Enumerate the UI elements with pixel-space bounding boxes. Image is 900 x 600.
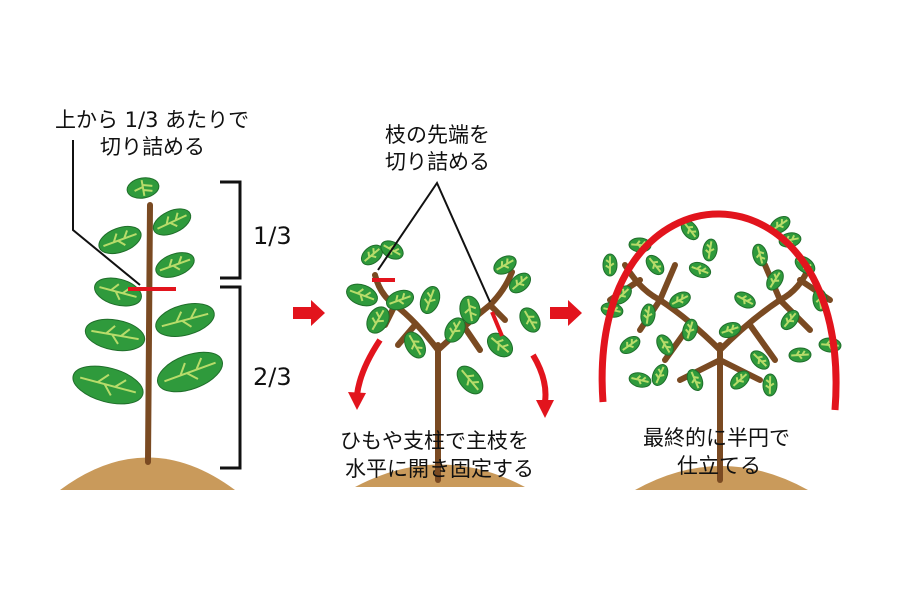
stem	[677, 357, 723, 383]
leaf	[651, 364, 669, 386]
leaf	[366, 306, 390, 334]
stem	[145, 202, 153, 465]
arrowhead	[536, 400, 554, 418]
upper-third-bracket	[220, 180, 242, 280]
leaf	[734, 291, 756, 309]
next-step-arrow-icon	[550, 300, 582, 326]
leaf	[788, 347, 812, 363]
leaf	[155, 252, 195, 278]
bend-arrow-icon	[530, 353, 549, 403]
leaf	[656, 334, 674, 356]
step2-note-line2: 切り詰める	[385, 150, 490, 174]
leaf	[157, 351, 223, 393]
leaf	[152, 208, 192, 236]
stem	[717, 262, 813, 353]
leaf	[98, 225, 142, 255]
upper-fraction-label: 1/3	[253, 222, 292, 250]
leaf	[456, 365, 484, 395]
stem	[717, 357, 763, 383]
leaf	[669, 291, 691, 309]
step2-caption-line1: ひもや支柱で主枝を	[340, 429, 529, 453]
leaf	[769, 216, 791, 234]
lower-fraction-label: 2/3	[253, 363, 292, 391]
stem	[487, 302, 508, 323]
leaf	[346, 283, 378, 307]
leaf	[628, 372, 652, 388]
leaf	[702, 238, 718, 262]
leaf	[459, 295, 481, 325]
next-step-arrow-icon	[293, 300, 325, 326]
leaf	[404, 331, 426, 359]
stem	[657, 262, 678, 303]
leaf	[730, 370, 750, 390]
arrowhead	[348, 392, 366, 410]
step3-caption-line2: 仕立てる	[677, 454, 761, 478]
leaf	[640, 303, 656, 327]
leaf	[486, 332, 514, 358]
leaf	[688, 261, 712, 279]
leaf	[602, 253, 618, 277]
leaf	[718, 321, 742, 339]
leaf	[444, 317, 466, 343]
bend-arrow-icon	[354, 338, 383, 396]
leaf	[750, 350, 770, 370]
callout-line	[72, 140, 141, 286]
stem	[747, 322, 778, 363]
step2-caption-line2: 水平に開き固定する	[345, 457, 534, 481]
leaf	[619, 335, 641, 355]
leaf	[686, 369, 704, 391]
step3-caption-line1: 最終的に半円で	[643, 426, 790, 450]
leaf	[508, 272, 532, 294]
leaf	[762, 373, 778, 397]
leaf	[72, 365, 144, 405]
leaf	[94, 277, 142, 307]
cut-mark	[490, 311, 504, 337]
leaf	[493, 255, 517, 275]
leaf	[126, 177, 160, 199]
stem	[462, 325, 483, 353]
leaf	[519, 307, 541, 333]
leaf	[385, 289, 415, 311]
leaf	[780, 309, 800, 331]
step1-note-line2: 切り詰める	[100, 135, 205, 159]
lower-two-thirds-bracket	[220, 285, 242, 470]
semicircle-frame	[598, 210, 840, 411]
callout-line	[377, 180, 491, 303]
leaf	[84, 318, 146, 352]
leaf	[766, 269, 784, 291]
step2-note-line1: 枝の先端を	[385, 123, 490, 147]
leaf	[645, 254, 665, 276]
leaf	[752, 243, 768, 267]
soil-mound	[60, 457, 235, 490]
leaf	[155, 303, 215, 337]
step1-note-line1: 上から 1/3 あたりで	[55, 108, 250, 132]
leaf	[419, 285, 441, 315]
leaf	[682, 318, 698, 342]
